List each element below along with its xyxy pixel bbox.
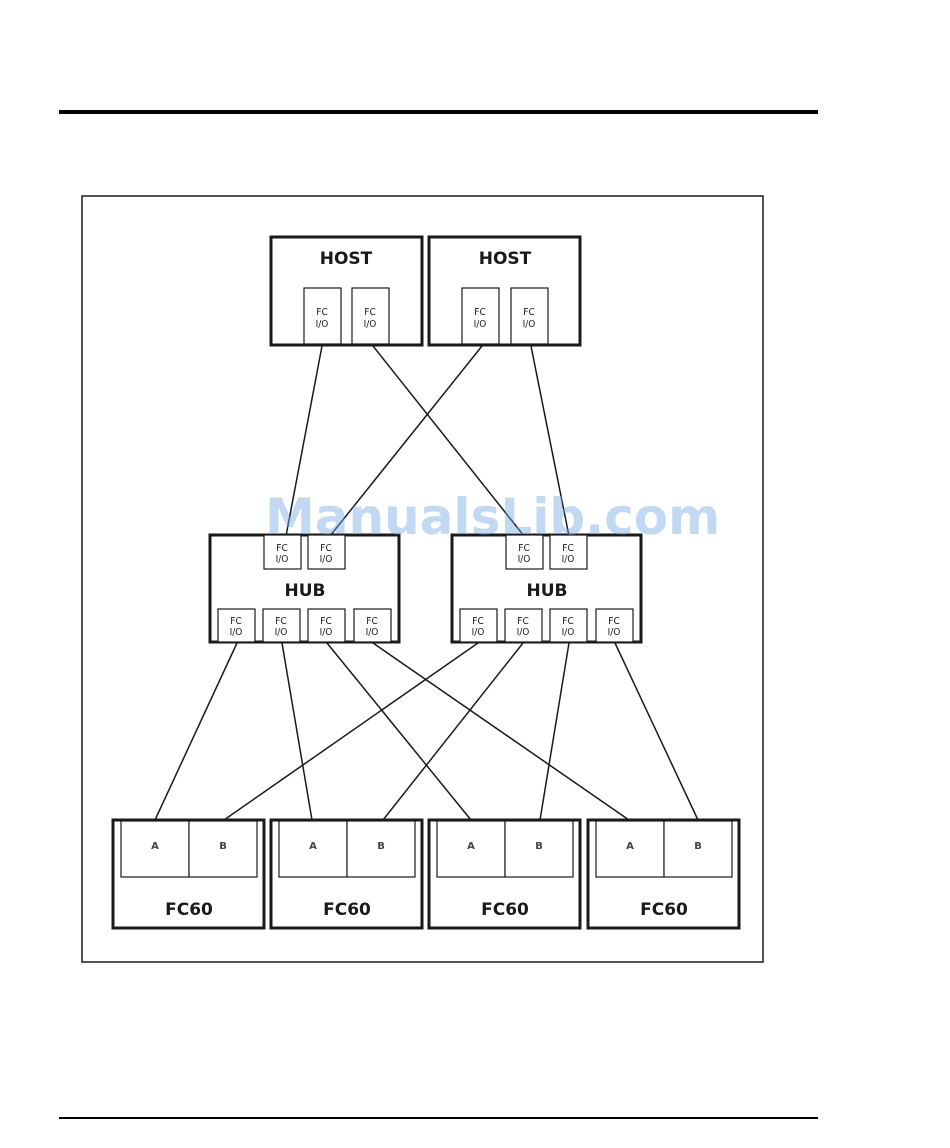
host-2-port-2: FC I/O — [511, 288, 548, 344]
link-hub1-p1-array1-a — [155, 643, 237, 820]
port-label-line2: I/O — [472, 627, 485, 638]
controller-a-label: A — [626, 841, 634, 852]
link-hub2-p1-array1-b — [224, 643, 478, 820]
hub-2-top-port-2: FC I/O — [550, 535, 587, 569]
link-hub2-p4-array4-b — [615, 643, 698, 820]
host-label: HOST — [479, 249, 532, 269]
port-label-line1: FC — [562, 616, 573, 627]
port-label-line1: FC — [366, 616, 377, 627]
port-label-line2: I/O — [320, 554, 333, 565]
fc60-array-3: A B FC60 — [429, 820, 580, 928]
port-label-line1: FC — [320, 543, 331, 554]
port-label-line2: I/O — [523, 319, 536, 330]
controller-a-label: A — [467, 841, 475, 852]
port-label-line2: I/O — [320, 627, 333, 638]
hub-1-bottom-port-2: FC I/O — [263, 609, 300, 642]
hub-label: HUB — [285, 581, 326, 601]
link-hub1-p3-array3-a — [327, 643, 471, 820]
array-label: FC60 — [640, 900, 688, 920]
link-host2-port2-hub2 — [531, 346, 569, 536]
controller-b-label: B — [694, 841, 702, 852]
port-label-line2: I/O — [364, 319, 377, 330]
port-label-line1: FC — [230, 616, 241, 627]
controller-a-label: A — [309, 841, 317, 852]
host-2-port-1: FC I/O — [462, 288, 499, 344]
hub-2-bottom-port-2: FC I/O — [505, 609, 542, 642]
hub-2-top-port-1: FC I/O — [506, 535, 543, 569]
port-label-line2: I/O — [517, 627, 530, 638]
port-label-line1: FC — [316, 307, 327, 318]
port-label-line2: I/O — [366, 627, 379, 638]
fc60-array-1: A B FC60 — [113, 820, 264, 928]
link-hub2-p3-array3-b — [540, 643, 569, 820]
hub-2-bottom-port-3: FC I/O — [550, 609, 587, 642]
fc60-array-2: A B FC60 — [271, 820, 422, 928]
port-label-line2: I/O — [230, 627, 243, 638]
port-label-line1: FC — [608, 616, 619, 627]
port-label-line1: FC — [276, 543, 287, 554]
hub-1-bottom-port-3: FC I/O — [308, 609, 345, 642]
port-label-line1: FC — [472, 616, 483, 627]
host-2: HOST FC I/O FC I/O — [429, 237, 580, 345]
array-label: FC60 — [323, 900, 371, 920]
link-host1-port2-hub2 — [373, 346, 524, 536]
host-1-port-2: FC I/O — [352, 288, 389, 344]
port-label-line1: FC — [320, 616, 331, 627]
host-label: HOST — [320, 249, 373, 269]
hub-2: FC I/O FC I/O HUB FC I/O FC I/O FC I/O F… — [452, 535, 641, 642]
fc60-array-4: A B FC60 — [588, 820, 739, 928]
host-1: HOST FC I/O FC I/O — [271, 237, 422, 345]
link-host2-port1-hub1 — [330, 346, 482, 536]
hub-1: FC I/O FC I/O HUB FC I/O FC I/O FC I/O F… — [210, 535, 399, 642]
array-label: FC60 — [165, 900, 213, 920]
controller-b-label: B — [535, 841, 543, 852]
port-label-line1: FC — [364, 307, 375, 318]
hub-1-bottom-port-1: FC I/O — [218, 609, 255, 642]
port-label-line2: I/O — [474, 319, 487, 330]
host-1-port-1: FC I/O — [304, 288, 341, 344]
controller-b-label: B — [377, 841, 385, 852]
link-host1-port1-hub1 — [286, 346, 322, 536]
port-label-line2: I/O — [275, 627, 288, 638]
port-label-line1: FC — [562, 543, 573, 554]
port-label-line2: I/O — [276, 554, 289, 565]
hub-2-bottom-port-4: FC I/O — [596, 609, 633, 642]
hub-2-bottom-port-1: FC I/O — [460, 609, 497, 642]
hub-1-bottom-port-4: FC I/O — [354, 609, 391, 642]
link-hub1-p2-array2-a — [282, 643, 312, 820]
hub-1-top-port-1: FC I/O — [264, 535, 301, 569]
port-label-line1: FC — [474, 307, 485, 318]
port-label-line1: FC — [518, 543, 529, 554]
hub-label: HUB — [527, 581, 568, 601]
array-label: FC60 — [481, 900, 529, 920]
controller-a-label: A — [151, 841, 159, 852]
port-label-line1: FC — [523, 307, 534, 318]
port-label-line2: I/O — [562, 554, 575, 565]
controller-b-label: B — [219, 841, 227, 852]
port-label-line1: FC — [517, 616, 528, 627]
port-label-line2: I/O — [316, 319, 329, 330]
link-hub1-p4-array4-a — [373, 643, 629, 820]
port-label-line2: I/O — [562, 627, 575, 638]
port-label-line2: I/O — [518, 554, 531, 565]
port-label-line2: I/O — [608, 627, 621, 638]
port-label-line1: FC — [275, 616, 286, 627]
hub-1-top-port-2: FC I/O — [308, 535, 345, 569]
